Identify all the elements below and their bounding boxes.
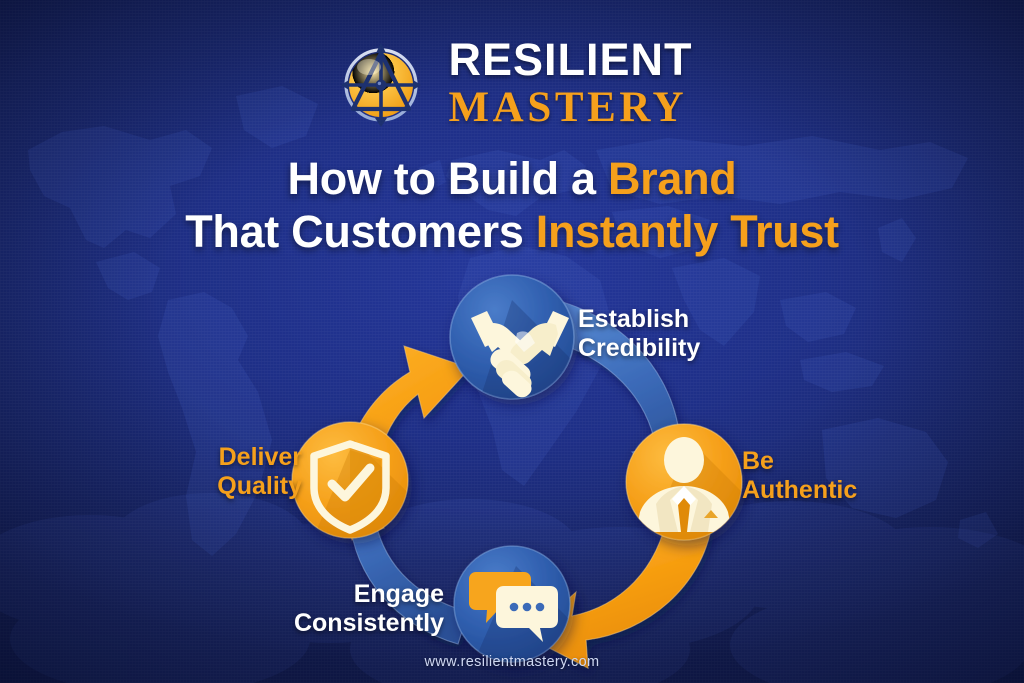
brand-logo: RESILIENT MASTERY bbox=[0, 33, 1024, 133]
shield-check-icon bbox=[310, 440, 390, 534]
cycle-label-deliver-quality: Deliver Quality bbox=[217, 443, 302, 500]
globe-triangle-logo-icon bbox=[341, 43, 422, 127]
brand-name-top: RESILIENT bbox=[448, 34, 693, 85]
headline-line-2-plain: That Customers bbox=[185, 206, 536, 258]
headline-line-2: That Customers Instantly Trust bbox=[0, 205, 1024, 258]
headline-line-1-accent: Brand bbox=[607, 153, 737, 204]
cycle-node-be-authentic[interactable] bbox=[625, 423, 770, 560]
page-title: How to Build a Brand That Customers Inst… bbox=[0, 152, 1024, 258]
handshake-icon bbox=[471, 311, 569, 398]
headline-line-1: How to Build a Brand bbox=[0, 152, 1024, 205]
cycle-label-establish-credibility: Establish Credibility bbox=[578, 305, 701, 362]
headline-line-1-plain: How to Build a bbox=[287, 153, 608, 204]
brand-name-bottom: MASTERY bbox=[448, 84, 688, 131]
website-url: www.resilientmastery.com bbox=[424, 654, 600, 670]
cycle-label-be-authentic: Be Authentic bbox=[742, 447, 858, 504]
speech-bubbles-icon bbox=[469, 572, 558, 642]
headline-line-2-accent: Instantly Trust bbox=[535, 206, 839, 258]
businessperson-icon bbox=[636, 437, 732, 532]
cycle-label-engage-consistently: Engage Consistently bbox=[293, 580, 444, 637]
cycle-node-establish-credibility[interactable] bbox=[449, 274, 600, 430]
cycle-node-deliver-quality[interactable] bbox=[291, 421, 434, 556]
arrow-authentic-to-engage bbox=[525, 511, 713, 669]
